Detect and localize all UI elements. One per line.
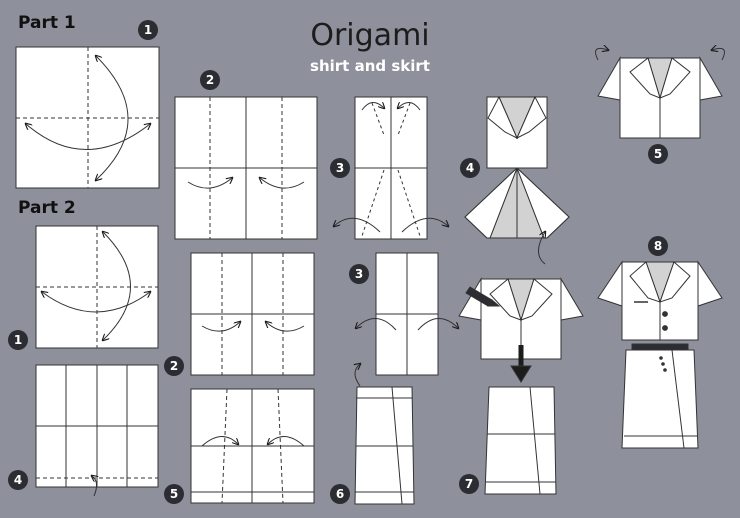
part2-step4-sheet (35, 364, 159, 497)
step-badge-p2-1: 1 (8, 330, 28, 350)
part2-step5-sheet (190, 388, 315, 504)
pencil-icon (465, 286, 501, 307)
step-badge-p1-5: 5 (648, 144, 668, 164)
part1-step2-sheet (174, 96, 318, 240)
part2-step3-sheet (356, 252, 458, 376)
part1-step3-sheet (334, 96, 448, 240)
part1-step8-outfit (597, 260, 723, 449)
part2-step2-sheet (190, 252, 315, 376)
step-badge-p1-3: 3 (330, 158, 350, 178)
step-badge-p1-1: 1 (138, 20, 158, 40)
step-badge-p1-4: 4 (460, 158, 480, 178)
step-badge-p1-8: 8 (648, 236, 668, 256)
step-badge-p1-2: 2 (200, 70, 220, 90)
section-label-part2: Part 2 (18, 198, 76, 218)
part2-step1-square (35, 225, 159, 349)
step-badge-p2-5: 5 (164, 484, 184, 504)
step-badge-p2-6: 6 (330, 484, 350, 504)
part2-step6-skirt (355, 364, 415, 505)
step-badge-p2-2: 2 (164, 356, 184, 376)
page-title: Origami (310, 18, 430, 53)
step-badge-p1-7: 7 (459, 474, 479, 494)
part1-step7-assembly (458, 277, 584, 495)
part1-step1-square (15, 46, 160, 189)
page-subtitle: shirt and skirt (310, 57, 430, 75)
section-label-part1: Part 1 (18, 13, 76, 33)
part1-step5-shirt (595, 48, 725, 139)
part1-step4-dress (464, 95, 570, 265)
step-badge-p2-4: 4 (8, 470, 28, 490)
step-badge-p2-3: 3 (349, 264, 369, 284)
